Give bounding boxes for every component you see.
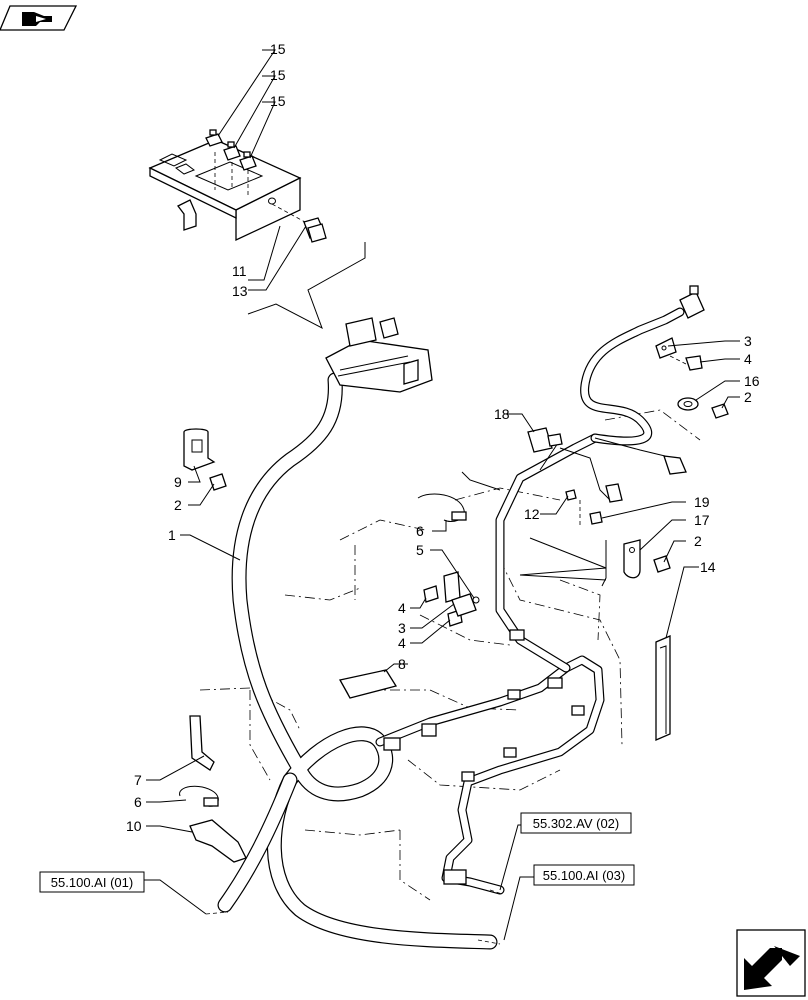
harness-end-right bbox=[489, 889, 503, 895]
connector-block bbox=[325, 317, 433, 393]
clip-9 bbox=[183, 428, 216, 471]
harness-end-left bbox=[205, 911, 229, 915]
clip-3-right bbox=[655, 337, 677, 359]
callout-6-upper: 6 bbox=[416, 523, 424, 539]
screw-2-left bbox=[209, 473, 227, 491]
callout-12: 12 bbox=[524, 506, 540, 522]
reference-55-100-ai-01[interactable]: 55.100.AI (01) bbox=[39, 871, 145, 893]
callout-14: 14 bbox=[700, 559, 716, 575]
leader-lines bbox=[144, 49, 740, 941]
callout-3-right: 3 bbox=[744, 333, 752, 349]
callout-10: 10 bbox=[126, 818, 142, 834]
guard-10 bbox=[189, 819, 247, 863]
grommet-16 bbox=[677, 397, 699, 411]
callout-15-a: 15 bbox=[270, 41, 286, 57]
callout-2-left: 2 bbox=[174, 497, 182, 513]
clip-15-b bbox=[223, 141, 241, 161]
callout-17: 17 bbox=[694, 512, 710, 528]
callout-5: 5 bbox=[416, 542, 424, 558]
connector-plug-top-right bbox=[679, 285, 705, 319]
reference-55-100-ai-01-label: 55.100.AI (01) bbox=[51, 875, 133, 890]
reference-55-100-ai-03[interactable]: 55.100.AI (03) bbox=[533, 864, 635, 886]
nut-19 bbox=[579, 500, 603, 526]
clip-15-c bbox=[239, 151, 257, 171]
clamp-6-upper bbox=[417, 493, 467, 523]
callout-13: 13 bbox=[232, 283, 248, 299]
clamp-6-lower bbox=[179, 785, 219, 807]
callout-2-right-lower: 2 bbox=[694, 533, 702, 549]
harness-branches bbox=[375, 307, 685, 895]
bolt-13 bbox=[303, 217, 327, 243]
reference-55-302-av-02[interactable]: 55.302.AV (02) bbox=[520, 812, 632, 834]
screw-4-left bbox=[423, 585, 439, 603]
boot-8 bbox=[339, 669, 398, 699]
hand-pointing-icon[interactable] bbox=[0, 5, 78, 31]
cover-14 bbox=[655, 635, 671, 741]
sensor-18 bbox=[527, 427, 563, 453]
harness-end-bottom bbox=[477, 939, 501, 945]
callout-3-left: 3 bbox=[398, 620, 406, 636]
callout-19: 19 bbox=[694, 494, 710, 510]
callout-1: 1 bbox=[168, 527, 176, 543]
callout-6-lower: 6 bbox=[134, 794, 142, 810]
callout-16: 16 bbox=[744, 373, 760, 389]
callout-8: 8 bbox=[398, 656, 406, 672]
clip-3-left bbox=[451, 593, 477, 617]
detail-pointer bbox=[247, 242, 366, 330]
next-page-arrow-icon[interactable] bbox=[736, 929, 806, 997]
screw-2-right-lower bbox=[653, 555, 671, 573]
pointer-wedge-right bbox=[519, 537, 607, 587]
callout-labels: 15 15 15 11 13 3 4 16 2 18 9 2 6 12 19 1… bbox=[126, 41, 760, 834]
clip-17 bbox=[623, 539, 641, 579]
reference-55-302-av-02-label: 55.302.AV (02) bbox=[533, 816, 619, 831]
callout-4-right: 4 bbox=[744, 351, 752, 367]
background-structure bbox=[199, 409, 701, 901]
main-harness-1 bbox=[217, 372, 498, 950]
callout-11: 11 bbox=[232, 263, 247, 279]
callout-15-b: 15 bbox=[270, 67, 286, 83]
screw-2-right bbox=[711, 403, 729, 419]
callout-9: 9 bbox=[174, 474, 182, 490]
screw-12 bbox=[565, 489, 577, 501]
callout-4-left-lower: 4 bbox=[398, 635, 406, 651]
callout-18: 18 bbox=[494, 406, 510, 422]
connector-plug-mid bbox=[605, 483, 623, 503]
reference-55-100-ai-03-label: 55.100.AI (03) bbox=[543, 868, 625, 883]
elbow-7 bbox=[189, 715, 215, 771]
callout-7: 7 bbox=[134, 772, 142, 788]
harness-clips bbox=[383, 629, 585, 885]
callout-15-c: 15 bbox=[270, 93, 286, 109]
callout-2-right: 2 bbox=[744, 389, 752, 405]
mounting-bracket bbox=[148, 139, 306, 242]
connector-plug-right bbox=[663, 455, 687, 475]
callout-4-left: 4 bbox=[398, 600, 406, 616]
clip-15-a bbox=[205, 129, 223, 147]
nut-4-right bbox=[669, 355, 703, 371]
